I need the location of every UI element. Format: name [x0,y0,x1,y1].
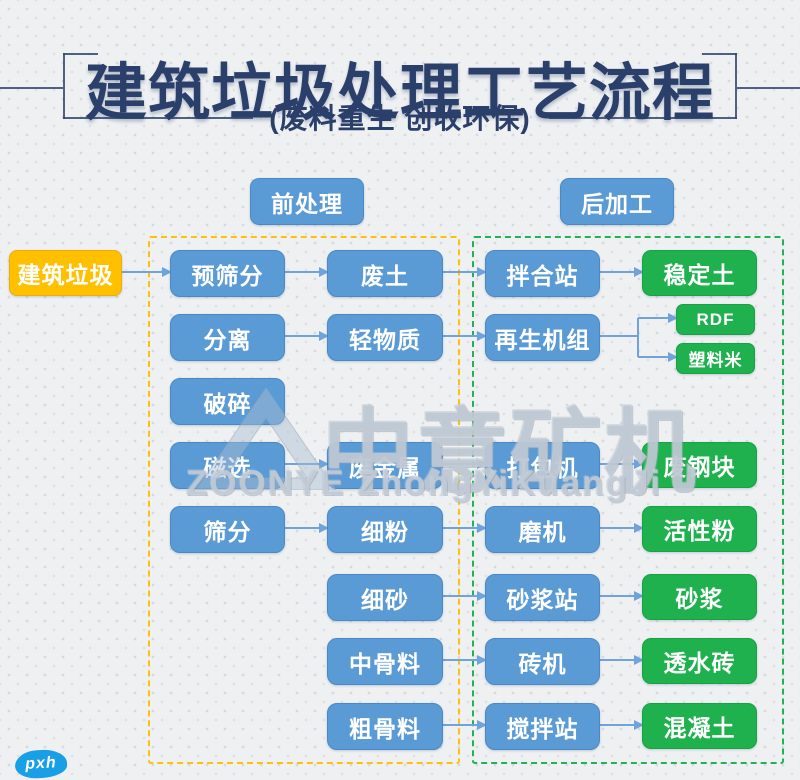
arrow-head [319,523,329,533]
frame-line-stub-left [0,87,63,89]
arrow-head [477,720,487,730]
arrow-head [634,720,644,730]
node-mortar: 砂浆 [642,574,757,620]
node-light-materials: 轻物质 [327,314,443,361]
arrow-head [477,267,487,277]
arrow-head [477,523,487,533]
frame-line-right [735,53,737,119]
node-scrap-steel-block: 废钢块 [642,442,757,488]
frame-line-top-left [63,53,98,55]
node-crushing: 破碎 [170,378,285,425]
node-rdf: RDF [676,304,755,335]
arrow-head [477,591,487,601]
section-label-post-processing: 后加工 [560,178,674,225]
arrow-head [634,459,644,469]
arrow-head [634,591,644,601]
node-magnetic-separation: 磁选 [170,442,285,489]
arrow-head [477,655,487,665]
frame-line-bottom-right [549,117,737,119]
node-fine-powder: 细粉 [327,506,443,553]
node-separation: 分离 [170,314,285,361]
arrow-head [634,523,644,533]
frame-line-top-right [702,53,737,55]
node-active-powder: 活性粉 [642,506,757,552]
node-recycling-unit: 再生机组 [485,314,600,361]
frame-line-bottom-left [63,117,253,119]
node-mortar-station: 砂浆站 [485,574,600,621]
node-plastic-pellets: 塑料米 [676,343,755,374]
arrow-head [634,655,644,665]
frame-line-left [63,53,65,119]
node-baler: 打包机 [485,442,600,489]
arrow-head [319,267,329,277]
post-processing-zone [472,236,784,764]
arrow-head [477,331,487,341]
node-pre-screening: 预筛分 [170,250,285,297]
arrow-head [668,313,678,323]
node-waste-soil: 废土 [327,250,443,297]
page-subtitle: (废料重生 创收环保) [269,103,531,134]
node-concrete-mixing-station: 搅拌站 [485,703,600,750]
node-screening: 筛分 [170,506,285,553]
node-scrap-metal: 废金属 [327,442,443,489]
node-construction-waste: 建筑垃圾 [9,250,122,296]
node-fine-sand: 细砂 [327,574,443,621]
arrow-head [477,459,487,469]
node-mixing-station: 拌合站 [485,250,600,297]
node-stabilized-soil: 稳定土 [642,250,757,296]
node-permeable-brick: 透水砖 [642,638,757,684]
page-title: 建筑垃圾处理工艺流程 [84,58,715,128]
node-medium-aggregate: 中骨料 [327,638,443,685]
section-label-pre-processing: 前处理 [250,178,364,225]
node-coarse-aggregate: 粗骨料 [327,703,443,750]
node-concrete: 混凝土 [642,703,757,749]
arrow-head [634,267,644,277]
arrow-head [162,267,172,277]
pre-processing-zone [148,236,460,764]
node-grinding-mill: 磨机 [485,506,600,553]
node-brick-machine: 砖机 [485,638,600,685]
arrow-head [319,331,329,341]
frame-line-stub-right [737,87,800,89]
arrow-head [668,352,678,362]
pxh-badge-label: pxh [24,754,58,773]
